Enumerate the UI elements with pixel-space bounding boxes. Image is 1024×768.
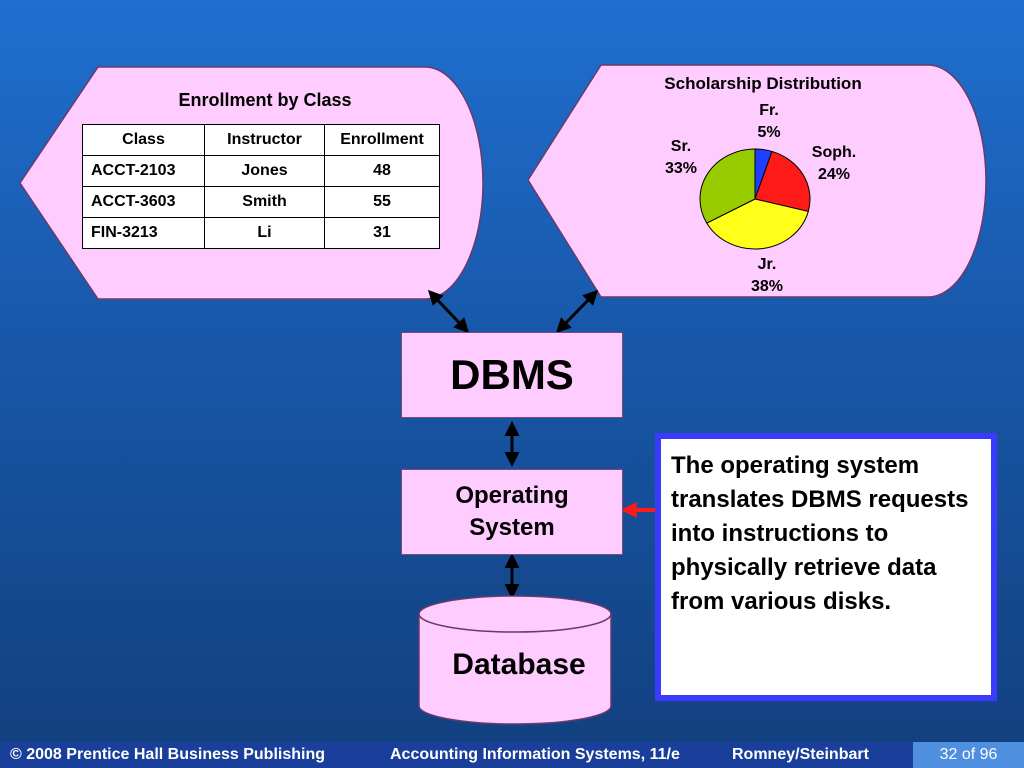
table-row: ACCT-2103 Jones 48 [82,155,440,187]
footer-bar: © 2008 Prentice Hall Business Publishing… [0,742,1024,768]
scholarship-pie [699,148,811,250]
table-row: ACCT-3603 Smith 55 [82,186,440,218]
pie-label-fr: Fr. 5% [744,100,794,144]
os-label-line2: System [469,514,555,541]
database-cylinder [418,595,612,725]
arrow-enrollment-dbms [427,289,470,334]
footer-book-title: Accounting Information Systems, 11/e [390,746,680,763]
pie-label-jr: Jr. 38% [742,254,792,298]
table-cell: ACCT-2103 [82,155,205,187]
table-cell: ACCT-3603 [82,186,205,218]
footer-authors: Romney/Steinbart [732,746,869,763]
column-header: Enrollment [324,124,440,156]
enrollment-title: Enrollment by Class [178,90,352,110]
pie-label-soph: Soph. 24% [802,142,866,186]
explanation-note: The operating system translates DBMS req… [655,433,997,701]
table-row: FIN-3213 Li 31 [82,217,440,249]
os-label-line1: Operating [455,482,569,509]
pie-label-name: Soph. [811,144,857,161]
table-cell: 48 [324,155,440,187]
dbms-box: DBMS [401,332,623,418]
pie-label-percent: 24% [817,166,851,183]
table-cell: Jones [204,155,325,187]
pie-slice-sr [699,148,756,224]
table-cell: Smith [204,186,325,218]
pie-label-name: Fr. [759,102,779,119]
enrollment-table: Class Instructor Enrollment ACCT-2103 Jo… [82,124,440,249]
table-header-row: Class Instructor Enrollment [82,124,440,156]
pie-label-percent: 5% [757,124,781,141]
pie-label-percent: 38% [750,278,784,295]
scholarship-title: Scholarship Distribution [664,74,862,93]
pie-label-name: Sr. [670,138,692,155]
column-header: Class [82,124,205,156]
pie-label-percent: 33% [664,160,698,177]
note-text: The operating system translates DBMS req… [671,452,969,615]
table-cell: FIN-3213 [82,217,205,249]
pie-label-name: Jr. [757,256,777,273]
footer-page-number: 32 of 96 [913,742,1024,768]
arrow-scholarship-dbms [555,289,599,334]
pie-label-sr: Sr. 33% [656,136,706,180]
pie-slice-soph [754,150,811,213]
dbms-label: DBMS [450,351,574,398]
footer-copyright: © 2008 Prentice Hall Business Publishing [10,746,326,763]
operating-system-box: Operating System [401,469,623,555]
database-label: Database [452,648,586,681]
column-header: Instructor [204,124,325,156]
pie-slice-jr [706,198,809,250]
table-cell: Li [204,217,325,249]
table-cell: 31 [324,217,440,249]
table-cell: 55 [324,186,440,218]
